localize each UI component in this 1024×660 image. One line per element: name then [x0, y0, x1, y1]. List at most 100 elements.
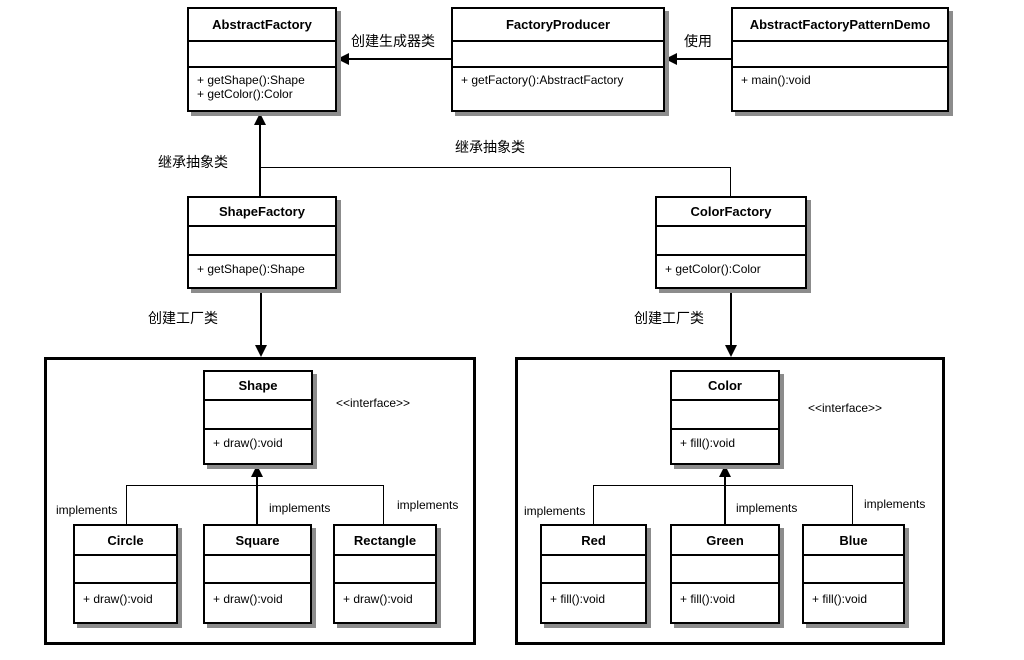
stereotype-interface-color: <<interface>>: [808, 401, 883, 415]
class-methods: + fill():void: [804, 584, 903, 606]
class-title: Rectangle: [335, 526, 441, 556]
edge-label-create-factory-left: 创建工厂类: [148, 310, 218, 326]
connector-implements-horizontal-right: [593, 485, 853, 486]
method-item: + fill():void: [680, 592, 736, 606]
class-title: Red: [542, 526, 651, 556]
connector-demo-to-producer: [677, 58, 731, 60]
class-title: ShapeFactory: [189, 198, 341, 227]
class-title: ColorFactory: [657, 198, 811, 227]
connector-implements-horizontal-left: [126, 485, 384, 486]
class-title: Shape: [205, 372, 317, 401]
class-attributes: [672, 556, 784, 584]
class-methods: + draw():void: [335, 584, 435, 606]
edge-label-implements: implements: [397, 498, 459, 512]
class-methods: + draw():void: [75, 584, 176, 606]
stereotype-interface-shape: <<interface>>: [336, 396, 411, 410]
class-methods: + draw():void: [205, 430, 311, 450]
class-attributes: [189, 42, 341, 68]
class-attributes: [205, 556, 316, 584]
class-methods: + fill():void: [672, 430, 778, 450]
connector-inherit-horizontal: [260, 167, 731, 168]
class-methods: + main():void: [733, 68, 947, 87]
arrowhead-left-icon: [337, 53, 349, 65]
edge-label-create-producer: 创建生成器类: [351, 33, 435, 49]
class-box-red: Red + fill():void: [540, 524, 651, 624]
class-methods: + fill():void: [672, 584, 778, 606]
edge-label-implements: implements: [864, 497, 926, 511]
method-item: + main():void: [741, 73, 811, 87]
class-title: FactoryProducer: [453, 9, 669, 42]
connector-red-drop: [593, 486, 594, 524]
class-box-blue: Blue + fill():void: [802, 524, 909, 624]
class-box-green: Green + fill():void: [670, 524, 784, 624]
edge-label-create-factory-right: 创建工厂类: [634, 310, 704, 326]
class-box-color-factory: ColorFactory + getColor():Color: [655, 196, 811, 289]
edge-label-implements: implements: [269, 501, 331, 515]
class-methods: + getShape():Shape + getColor():Color: [189, 68, 335, 101]
connector-producer-to-abstractfactory: [349, 58, 451, 60]
class-box-abstract-factory: AbstractFactory + getShape():Shape + get…: [187, 7, 341, 112]
class-box-shape-factory: ShapeFactory + getShape():Shape: [187, 196, 341, 289]
class-attributes: [75, 556, 182, 584]
method-item: + getFactory():AbstractFactory: [461, 73, 624, 87]
edge-label-implements: implements: [524, 504, 586, 518]
edge-label-use: 使用: [684, 33, 712, 49]
class-box-factory-producer: FactoryProducer + getFactory():AbstractF…: [451, 7, 669, 112]
arrowhead-up-icon: [719, 465, 731, 477]
class-attributes: [804, 556, 909, 584]
class-attributes: [205, 401, 317, 430]
class-attributes: [733, 42, 953, 68]
class-title: Green: [672, 526, 784, 556]
method-item: + fill():void: [680, 436, 736, 450]
connector-colorfactory-to-package: [730, 289, 732, 345]
class-methods: + getShape():Shape: [189, 256, 335, 276]
class-title: Circle: [75, 526, 182, 556]
method-item: + draw():void: [83, 592, 153, 606]
class-methods: + fill():void: [542, 584, 645, 606]
class-title: AbstractFactoryPatternDemo: [733, 9, 953, 42]
method-item: + draw():void: [213, 436, 283, 450]
arrowhead-down-icon: [725, 345, 737, 357]
class-attributes: [542, 556, 651, 584]
class-attributes: [189, 227, 341, 256]
color-package-container: [515, 357, 945, 645]
class-methods: + getFactory():AbstractFactory: [453, 68, 663, 87]
class-box-shape-interface: Shape + draw():void: [203, 370, 317, 465]
class-box-pattern-demo: AbstractFactoryPatternDemo + main():void: [731, 7, 953, 112]
connector-green-to-color: [724, 477, 726, 524]
class-attributes: [453, 42, 669, 68]
class-box-rectangle: Rectangle + draw():void: [333, 524, 441, 624]
class-box-color-interface: Color + fill():void: [670, 370, 784, 465]
class-methods: + getColor():Color: [657, 256, 805, 276]
connector-colorfactory-up-leg: [730, 168, 731, 196]
edge-label-implements: implements: [736, 501, 798, 515]
method-item: + draw():void: [343, 592, 413, 606]
class-box-circle: Circle + draw():void: [73, 524, 182, 624]
class-box-square: Square + draw():void: [203, 524, 316, 624]
class-attributes: [657, 227, 811, 256]
method-item: + getShape():Shape: [197, 73, 305, 87]
method-item: + fill():void: [550, 592, 606, 606]
arrowhead-up-icon: [254, 113, 266, 125]
arrowhead-left-icon: [665, 53, 677, 65]
arrowhead-up-icon: [251, 465, 263, 477]
class-title: Blue: [804, 526, 909, 556]
class-title: Square: [205, 526, 316, 556]
method-item: + fill():void: [812, 592, 868, 606]
method-item: + getColor():Color: [197, 87, 293, 101]
connector-shapefactory-to-abstractfactory: [259, 125, 261, 196]
connector-square-to-shape: [256, 477, 258, 524]
class-title: Color: [672, 372, 784, 401]
edge-label-inherit-top: 继承抽象类: [455, 139, 525, 155]
connector-shapefactory-to-package: [260, 289, 262, 345]
class-attributes: [335, 556, 441, 584]
class-title: AbstractFactory: [189, 9, 341, 42]
method-item: + draw():void: [213, 592, 283, 606]
connector-circle-drop: [126, 486, 127, 524]
method-item: + getShape():Shape: [197, 262, 305, 276]
edge-label-implements: implements: [56, 503, 118, 517]
class-methods: + draw():void: [205, 584, 310, 606]
arrowhead-down-icon: [255, 345, 267, 357]
shape-package-container: [44, 357, 476, 645]
